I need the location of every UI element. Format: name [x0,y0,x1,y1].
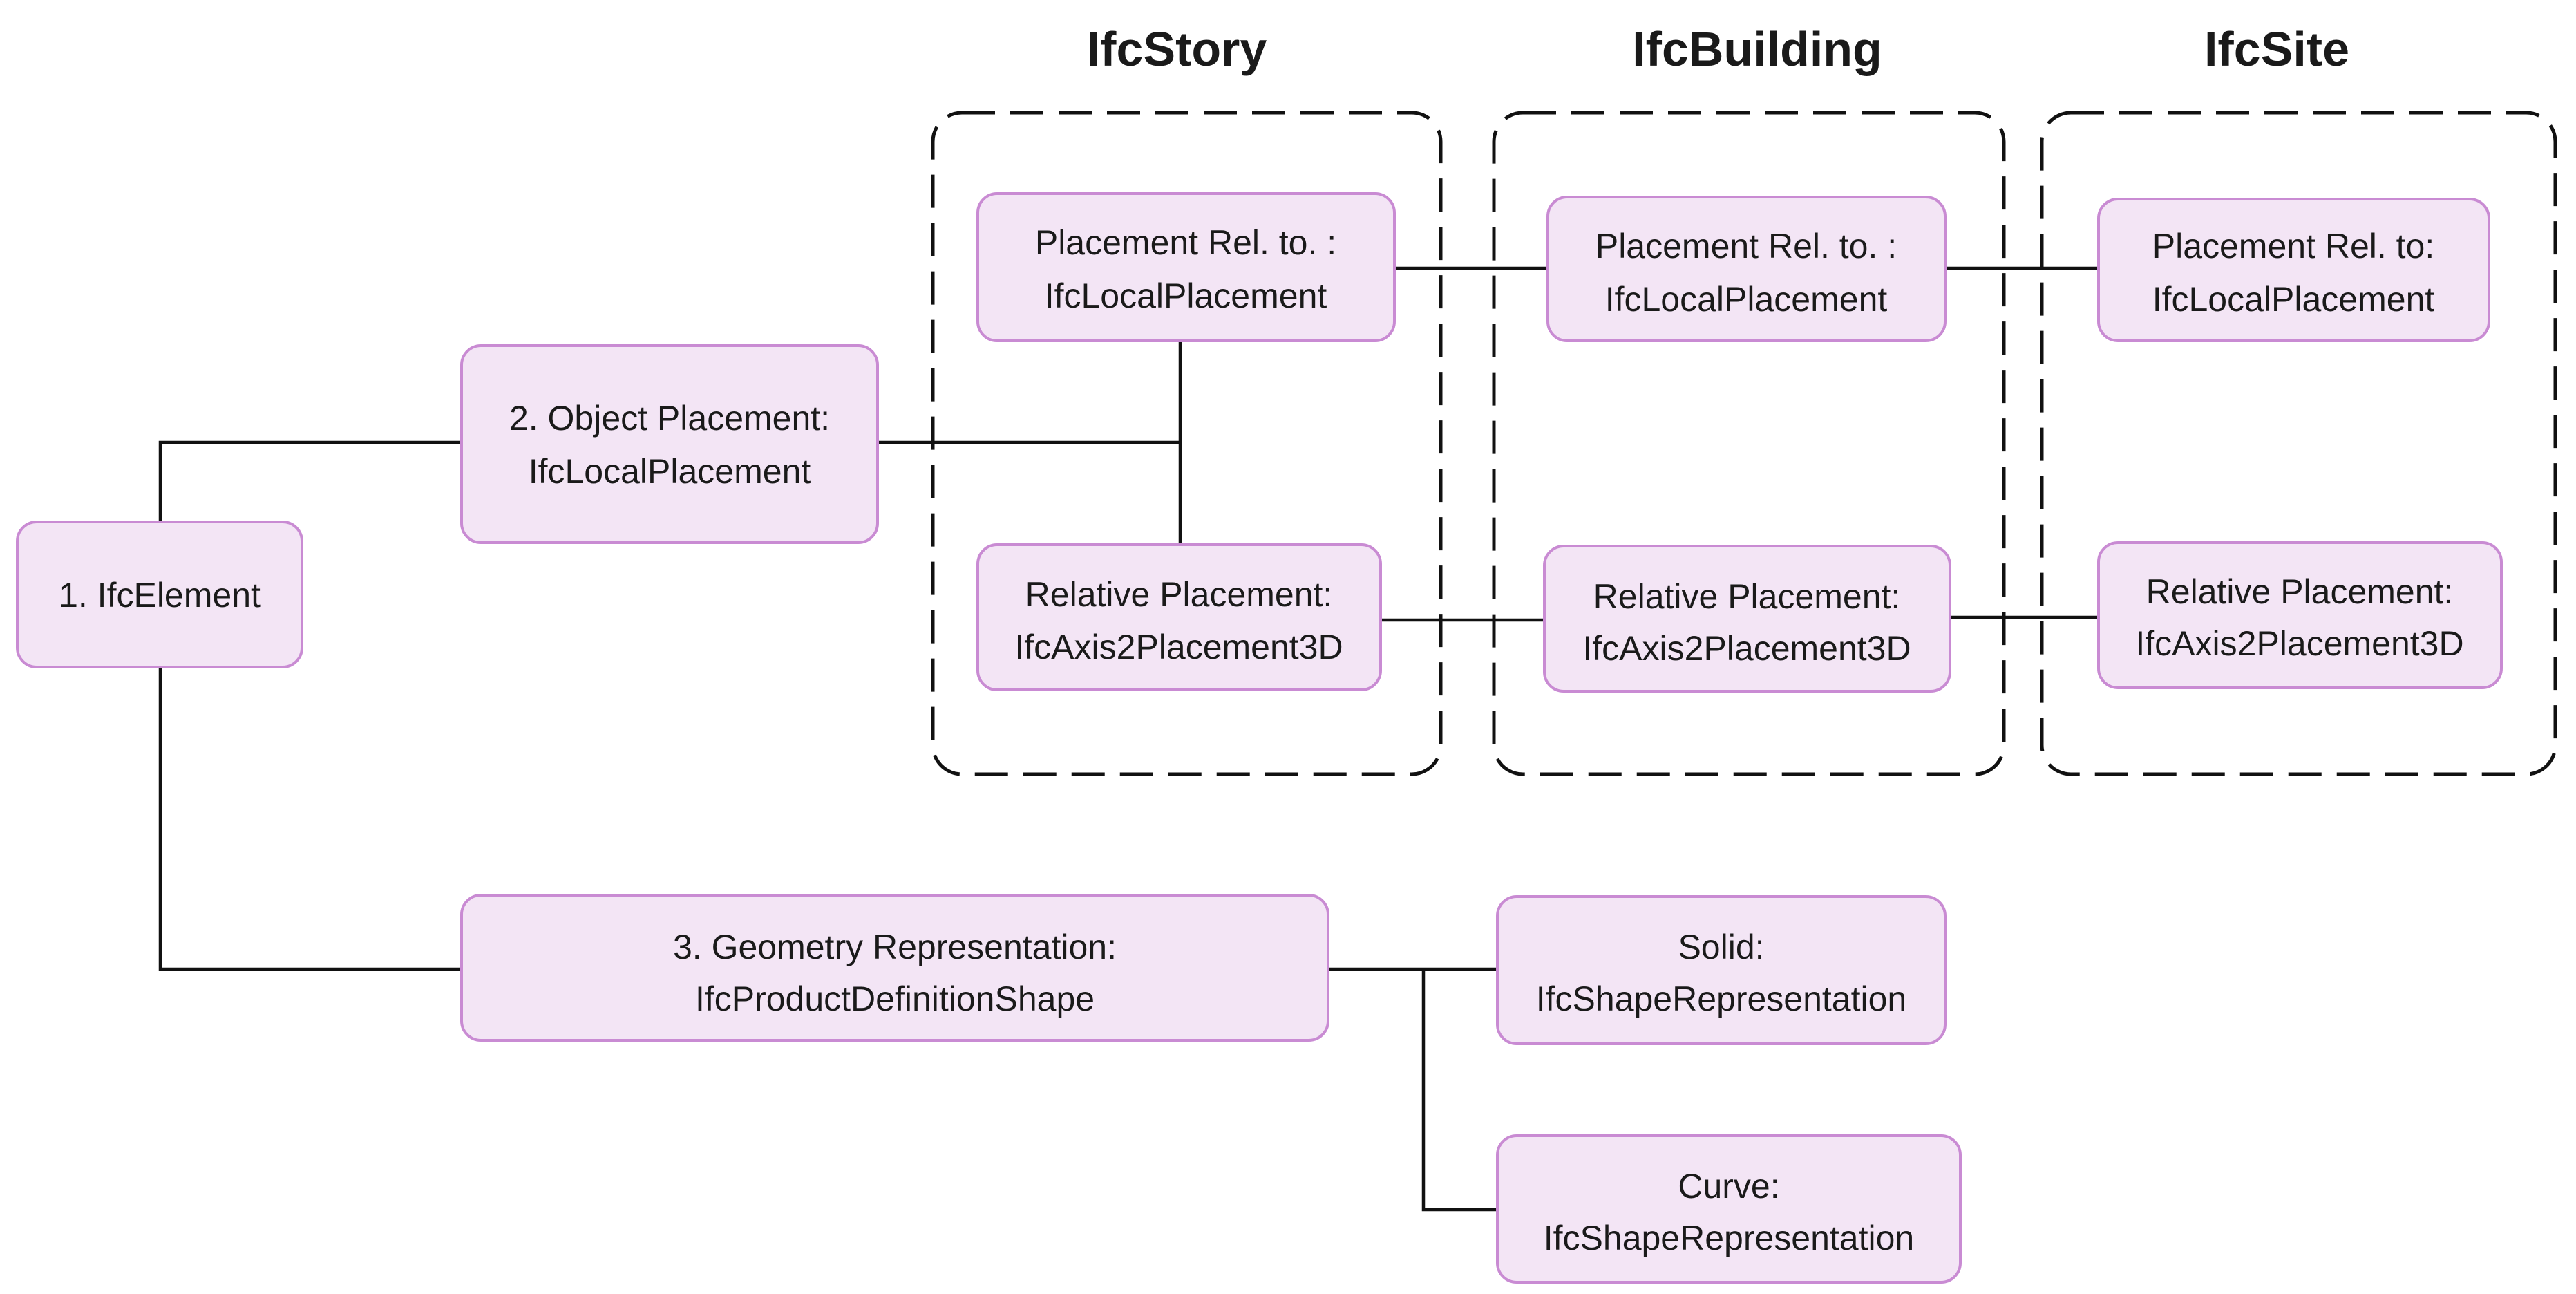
connectors [158,266,2099,1212]
node-ifc-element: 1. IfcElement [16,521,303,668]
node-building-relative-placement: Relative Placement: IfcAxis2Placement3D [1543,545,1951,693]
node-solid-line2: IfcShapeRepresentation [1536,979,1906,1018]
edge-geometry-to-curve [1421,969,1497,1212]
node-site-relative-placement: Relative Placement: IfcAxis2Placement3D [2097,541,2503,689]
node-building-placement-rel-to: Placement Rel. to. : IfcLocalPlacement [1546,196,1947,342]
group-title-site: IfcSite [2204,22,2349,76]
node-object-placement-line2: IfcLocalPlacement [529,452,811,491]
edge-element-to-geometry [158,667,463,971]
group-title-story: IfcStory [1087,22,1267,76]
node-object-placement-line1: 2. Object Placement: [509,399,830,438]
node-story-rel-to-line1: Placement Rel. to. : [1035,223,1336,262]
node-story-relative-placement: Relative Placement: IfcAxis2Placement3D [976,543,1382,691]
node-building-rel-to-line1: Placement Rel. to. : [1595,227,1897,265]
group-frame-site [2040,111,2557,776]
node-site-rel-to-line2: IfcLocalPlacement [2152,280,2435,319]
node-story-relative-line1: Relative Placement: [1025,575,1333,614]
node-site-relative-line1: Relative Placement: [2146,572,2454,611]
node-story-relative-line2: IfcAxis2Placement3D [1014,628,1343,666]
node-curve-line2: IfcShapeRepresentation [1544,1219,1914,1257]
node-building-relative-line1: Relative Placement: [1593,577,1901,616]
node-story-rel-to-line2: IfcLocalPlacement [1045,276,1327,315]
group-title-building: IfcBuilding [1632,22,1882,76]
node-site-rel-to-line1: Placement Rel. to: [2152,227,2435,265]
node-site-placement-rel-to: Placement Rel. to: IfcLocalPlacement [2097,198,2490,342]
node-geometry-representation: 3. Geometry Representation: IfcProductDe… [460,894,1329,1042]
node-story-placement-rel-to: Placement Rel. to. : IfcLocalPlacement [976,192,1396,342]
node-solid-line1: Solid: [1678,928,1764,966]
node-curve-line1: Curve: [1678,1167,1779,1206]
node-geometry-line2: IfcProductDefinitionShape [695,979,1095,1018]
node-building-rel-to-line2: IfcLocalPlacement [1605,280,1888,319]
node-ifc-element-label: 1. IfcElement [59,576,261,615]
group-frame-building [1492,111,2006,776]
node-curve: Curve: IfcShapeRepresentation [1496,1134,1962,1284]
edge-element-to-object-placement [158,440,463,522]
node-building-relative-line2: IfcAxis2Placement3D [1582,629,1911,668]
node-geometry-line1: 3. Geometry Representation: [673,928,1117,966]
node-solid: Solid: IfcShapeRepresentation [1496,895,1947,1045]
node-object-placement: 2. Object Placement: IfcLocalPlacement [460,344,879,544]
node-site-relative-line2: IfcAxis2Placement3D [2135,624,2463,663]
